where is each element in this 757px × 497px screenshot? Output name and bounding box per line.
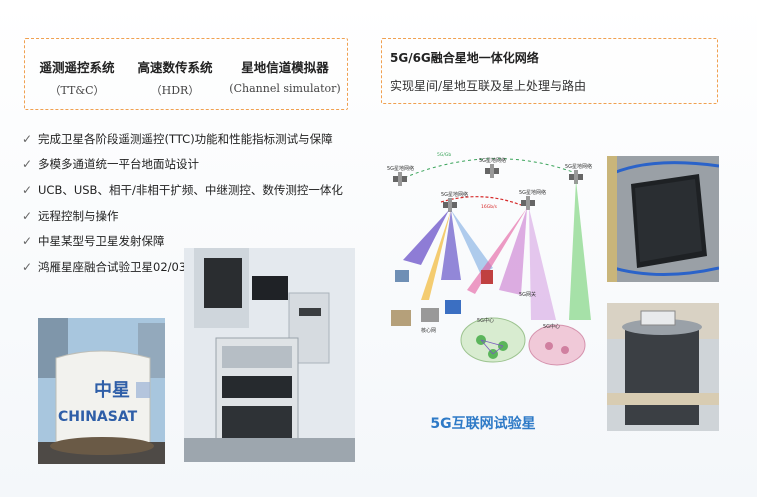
list-item: ✓ 鸿雁星座融合试验卫星02/03 [22, 254, 343, 280]
system-name: 遥测遥控系统 [39, 60, 115, 75]
chamber-illustration [607, 303, 719, 431]
check-icon: ✓ [22, 157, 33, 172]
sat-label: 5G星地网络 [519, 189, 546, 196]
network-title: 5G/6G融合星地一体化网络 [390, 51, 539, 65]
system-hdr: 高速数传系统 （HDR） [129, 57, 221, 98]
chinasat-satellite-photo: 中星 CHINASAT [38, 318, 165, 464]
list-item-text: 中星某型号卫星发射保障 [38, 234, 165, 249]
panel-illustration [607, 156, 719, 282]
satellite-icon [443, 198, 457, 212]
sat-label: 5G星地网络 [565, 163, 592, 170]
list-item: ✓ 中星某型号卫星发射保障 [22, 228, 343, 254]
satellite-icon [521, 196, 535, 210]
system-abbr: （HDR） [150, 84, 200, 97]
system-name: 高速数传系统 [137, 60, 213, 75]
system-channel-simulator: 星地信道模拟器 (Channel simulator) [229, 57, 341, 95]
node-label: 核心网 [421, 327, 436, 334]
list-item-text: UCB、USB、相干/非相干扩频、中继测控、数传测控一体化 [38, 182, 343, 197]
satellite-icon [569, 170, 583, 184]
system-box: 遥测遥控系统 （TT&C） 高速数传系统 （HDR） 星地信道模拟器 (Chan… [24, 38, 348, 110]
list-item-text: 鸿雁星座融合试验卫星02/03 [38, 259, 187, 274]
check-icon: ✓ [22, 234, 33, 249]
network-diagram-svg: 5G星地网络 5G星地网络 5G星地网络 5G星地网络 5G星地网络 5G/Gb… [387, 152, 592, 366]
system-abbr: （TT&C） [49, 84, 105, 97]
list-item-text: 完成卫星各阶段遥测遥控(TTC)功能和性能指标测试与保障 [38, 131, 333, 146]
list-item: ✓ UCB、USB、相干/非相干扩频、中继测控、数传测控一体化 [22, 177, 343, 203]
system-ttc: 遥测遥控系统 （TT&C） [37, 57, 117, 98]
list-item-text: 多模多通道统一平台地面站设计 [38, 157, 199, 172]
network-subtitle: 实现星间/星地互联及星上处理与路由 [390, 79, 587, 93]
check-icon: ✓ [22, 131, 33, 146]
list-item: ✓ 多模多通道统一平台地面站设计 [22, 152, 343, 178]
check-icon: ✓ [22, 208, 33, 223]
link-label: 5G/Gb [437, 152, 451, 158]
cloud-label: 5G中心 [543, 323, 560, 330]
chinasat-en-label: CHINASAT [58, 409, 138, 425]
satellite-icon [485, 164, 499, 178]
check-icon: ✓ [22, 182, 33, 197]
system-name: 星地信道模拟器 [241, 60, 329, 75]
network-box: 5G/6G融合星地一体化网络 实现星间/星地互联及星上处理与路由 [381, 38, 718, 104]
sat-label: 5G星地网络 [441, 191, 468, 198]
ground-station-rack-photo [184, 248, 355, 462]
node-label: 5G网关 [519, 291, 536, 298]
satellite-icon [393, 172, 407, 186]
link-label: 16Gb/s [481, 204, 498, 210]
feature-list: ✓ 完成卫星各阶段遥测遥控(TTC)功能和性能指标测试与保障 ✓ 多模多通道统一平台… [22, 126, 343, 280]
network-diagram: 5G星地网络 5G星地网络 5G星地网络 5G星地网络 5G星地网络 5G/Gb… [381, 150, 605, 398]
chinasat-cn-label: 中星 [94, 379, 130, 401]
rack-illustration [184, 248, 355, 462]
chinasat-illustration: 中星 CHINASAT [38, 318, 165, 464]
check-icon: ✓ [22, 259, 33, 274]
satellite-panel-photo [607, 156, 719, 282]
cloud-label: 5G中心 [477, 317, 494, 324]
list-item: ✓ 完成卫星各阶段遥测遥控(TTC)功能和性能指标测试与保障 [22, 126, 343, 152]
test-chamber-photo [607, 303, 719, 431]
sat-label: 5G星地网络 [387, 165, 414, 172]
sat-label: 5G星地网络 [479, 157, 506, 164]
list-item-text: 远程控制与操作 [38, 208, 119, 223]
system-abbr: (Channel simulator) [229, 82, 341, 95]
list-item: ✓ 远程控制与操作 [22, 203, 343, 229]
diagram-caption: 5G互联网试验星 [430, 416, 536, 432]
